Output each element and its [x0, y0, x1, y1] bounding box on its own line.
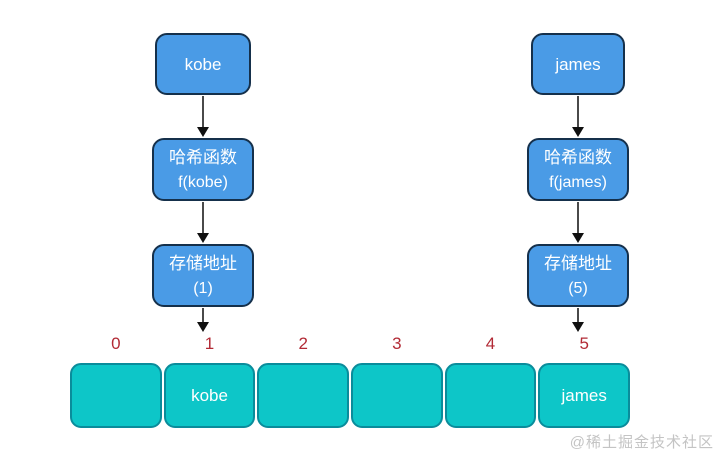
index-label-5: 5	[579, 334, 589, 353]
key-box-kobe: kobe	[155, 33, 251, 95]
watermark: @稀土掘金技术社区	[569, 434, 714, 451]
index-label-3: 3	[392, 334, 402, 353]
arrow-down-icon	[197, 96, 209, 137]
arrow-down-icon	[572, 96, 584, 137]
hash-title: 哈希函数	[169, 147, 237, 167]
address-title: 存储地址	[544, 253, 612, 273]
address-box-kobe: 存储地址 (1)	[152, 244, 254, 307]
array-cell-label: james	[561, 385, 607, 405]
key-label: james	[555, 54, 601, 74]
array-cell-5: james	[538, 363, 631, 428]
array-cell-4	[444, 363, 537, 428]
hash-box-kobe: 哈希函数 f(kobe)	[152, 138, 254, 201]
array-cell-2	[257, 363, 350, 428]
address-slot: (1)	[193, 279, 213, 297]
hash-box-james: 哈希函数 f(james)	[527, 138, 629, 201]
hash-title: 哈希函数	[544, 147, 612, 167]
array-cell-0	[70, 363, 162, 428]
arrow-down-icon	[197, 202, 209, 243]
arrow-down-icon	[572, 202, 584, 243]
index-label-1: 1	[204, 334, 215, 353]
hash-array: kobe james	[70, 363, 631, 428]
index-row: 0 1 2 3 4 5	[70, 334, 630, 360]
array-cell-3	[351, 363, 443, 428]
key-box-james: james	[531, 33, 625, 95]
address-box-james: 存储地址 (5)	[527, 244, 629, 307]
array-cell-1: kobe	[163, 363, 256, 428]
address-slot: (5)	[568, 279, 588, 297]
arrow-down-icon	[197, 308, 209, 332]
hash-expr: f(kobe)	[178, 173, 228, 191]
index-label-0: 0	[111, 334, 121, 353]
index-label-2: 2	[298, 334, 308, 353]
index-label-4: 4	[485, 334, 496, 353]
key-label: kobe	[184, 54, 222, 74]
hash-expr: f(james)	[549, 173, 607, 191]
address-title: 存储地址	[169, 253, 237, 273]
array-cell-label: kobe	[191, 385, 228, 405]
arrow-down-icon	[572, 308, 584, 332]
